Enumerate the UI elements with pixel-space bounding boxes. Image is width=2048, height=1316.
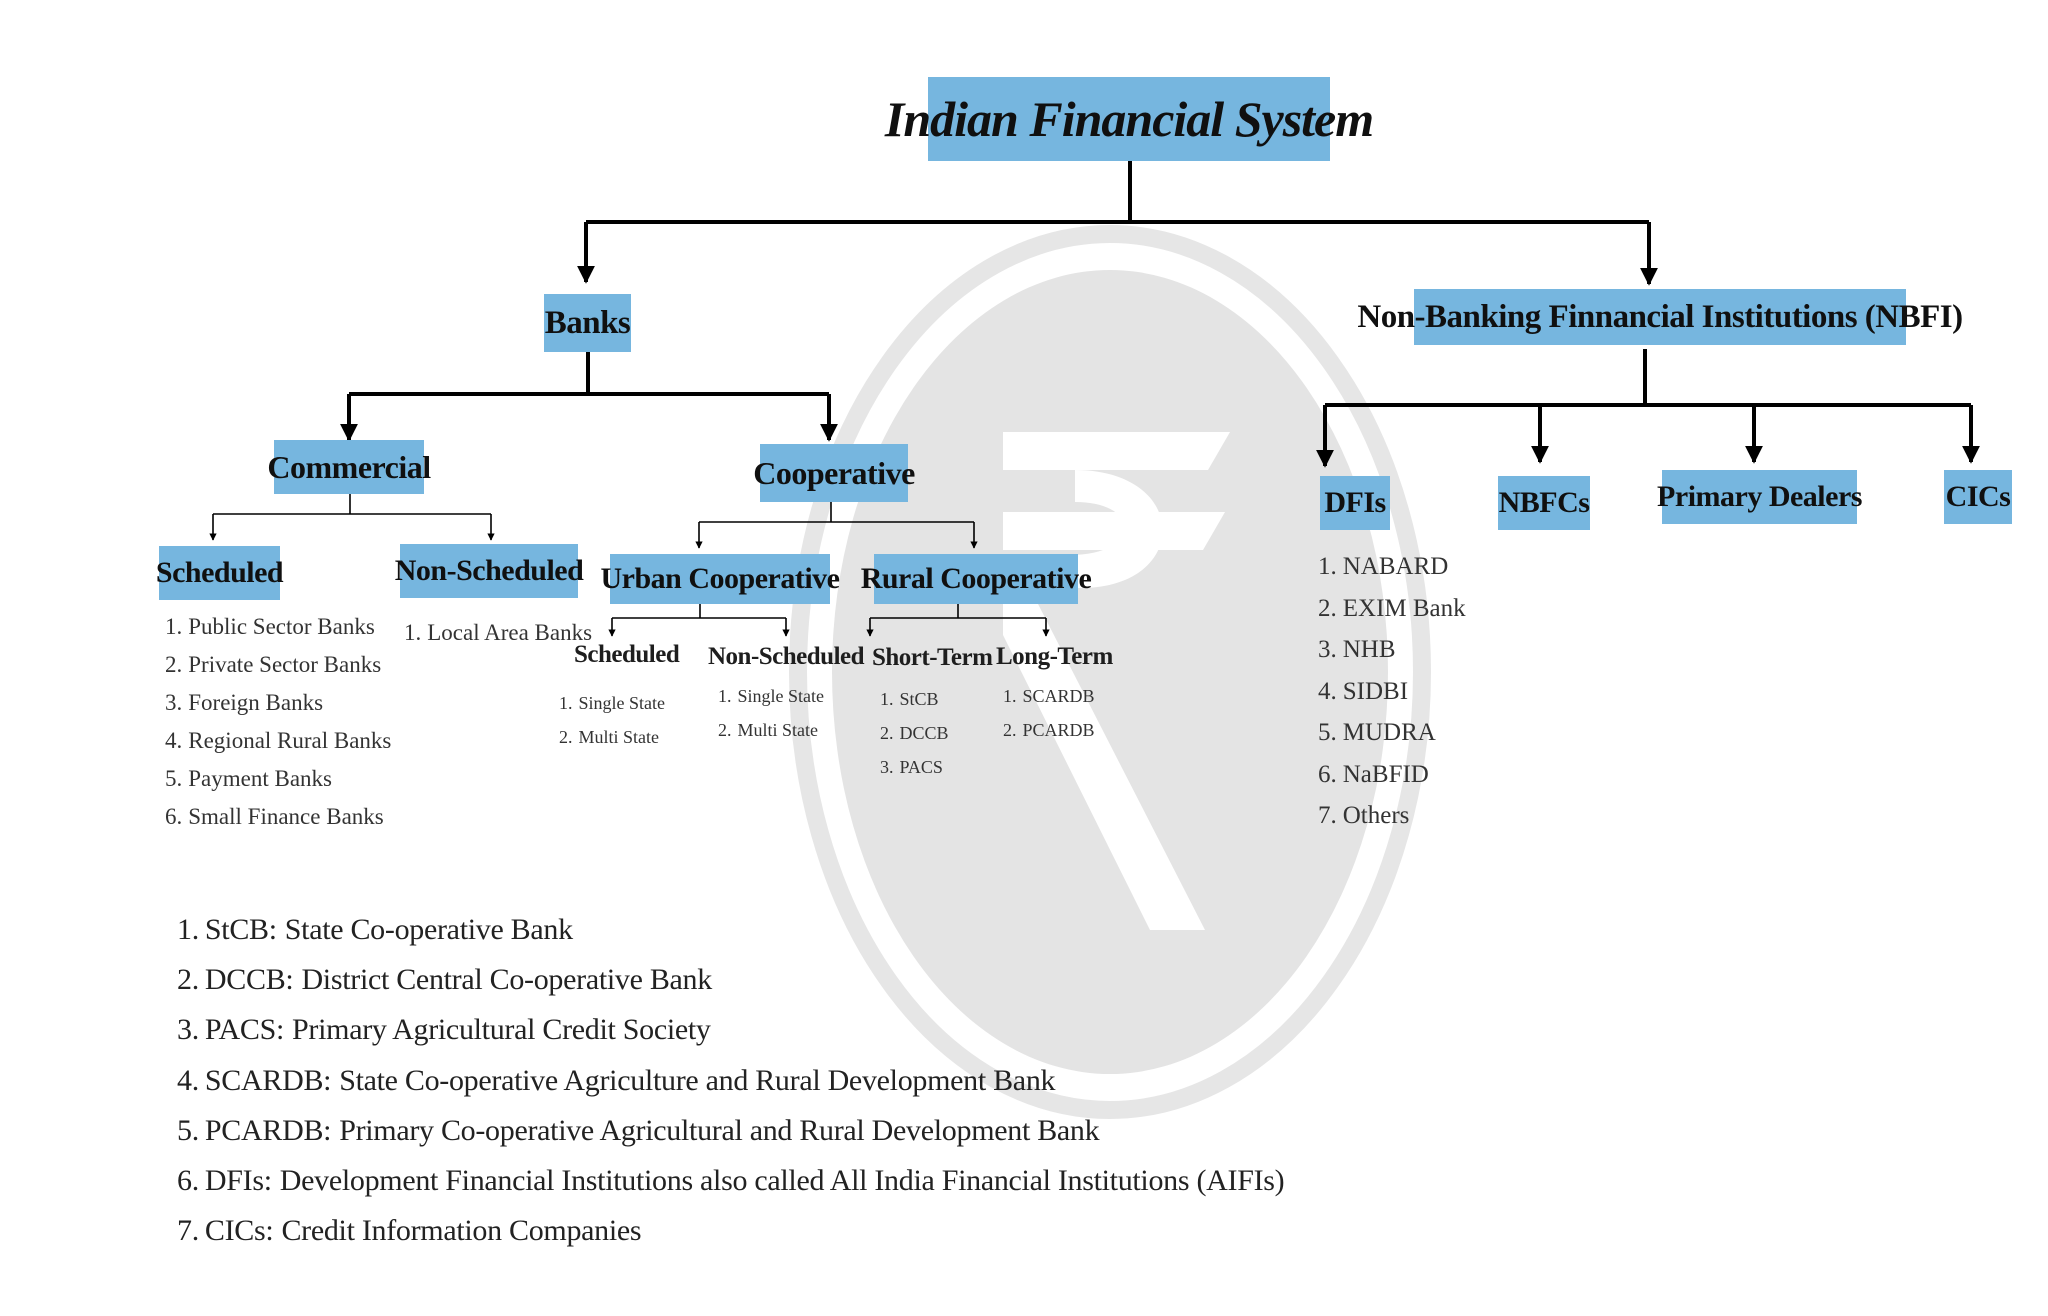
list-item: 3.Foreign Banks <box>165 690 324 715</box>
nbfi-label: Non-Banking Finnancial Institutions (NBF… <box>1357 298 1963 335</box>
nbfcs-label: NBFCs <box>1498 486 1590 519</box>
non-scheduled-label: Non-Scheduled <box>394 554 584 587</box>
scheduled-bank-list: 1.Public Sector Banks 2.Private Sector B… <box>165 608 391 836</box>
list-item: 6.Small Finance Banks <box>165 804 384 829</box>
list-item: 2.EXIM Bank <box>1318 594 1466 622</box>
list-item: 1.Public Sector Banks <box>165 614 375 639</box>
dfi-list: 1.NABARD 2.EXIM Bank 3.NHB 4.SIDBI 5.MUD… <box>1318 546 1466 837</box>
list-item: 2.PCARDB <box>1003 720 1095 740</box>
primary-dealers-label: Primary Dealers <box>1657 480 1862 513</box>
dfis-label: DFIs <box>1324 486 1386 519</box>
legend-item: 6.DFIs:Development Financial Institution… <box>177 1163 1285 1197</box>
urban-non-scheduled-list: 1.Single State 2.Multi State <box>718 679 824 747</box>
nbfcs-node: NBFCs <box>1498 476 1590 530</box>
list-item: 1.StCB <box>880 689 939 709</box>
list-item: 6.NaBFID <box>1318 760 1429 788</box>
non-scheduled-node: Non-Scheduled <box>395 544 584 598</box>
list-item: 1.Single State <box>718 686 824 706</box>
scheduled-label: Scheduled <box>155 556 284 589</box>
list-item: 2.DCCB <box>880 723 949 743</box>
root-node: Indian Financial System <box>885 77 1374 161</box>
list-item: 1.NABARD <box>1318 553 1449 580</box>
list-item: 2.Multi State <box>718 720 818 740</box>
cics-label: CICs <box>1945 480 2011 513</box>
legend-item: 1.StCB:State Co-operative Bank <box>177 913 573 946</box>
banks-label: Banks <box>544 304 631 341</box>
list-item: 1.SCARDB <box>1003 686 1095 706</box>
rural-cooperative-label: Rural Cooperative <box>860 562 1092 595</box>
legend-item: 2.DCCB:District Central Co-operative Ban… <box>177 963 712 997</box>
nbfi-node: Non-Banking Finnancial Institutions (NBF… <box>1357 289 1963 345</box>
sub-connectors <box>209 494 1050 637</box>
short-term-list: 1.StCB 2.DCCB 3.PACS <box>880 682 949 784</box>
diagram-title: Indian Financial System <box>884 91 1374 147</box>
list-item: 5.Payment Banks <box>165 766 332 791</box>
list-item: 5.MUDRA <box>1318 719 1436 746</box>
dfis-node: DFIs <box>1320 476 1390 530</box>
legend-item: 7.CICs:Credit Information Companies <box>177 1214 642 1248</box>
primary-dealers-node: Primary Dealers <box>1657 470 1862 524</box>
list-item: 2.Multi State <box>559 727 659 747</box>
cooperative-node: Cooperative <box>753 444 915 502</box>
main-connectors <box>340 160 1980 468</box>
list-item: 7.Others <box>1318 802 1410 829</box>
list-item: 2.Private Sector Banks <box>165 652 382 677</box>
urban-scheduled-heading: Scheduled <box>574 641 680 668</box>
cics-node: CICs <box>1944 470 2012 524</box>
list-item: 1.Single State <box>559 693 665 713</box>
rural-cooperative-node: Rural Cooperative <box>861 554 1092 604</box>
long-term-heading: Long-Term <box>996 643 1113 670</box>
legend-item: 5.PCARDB:Primary Co-operative Agricultur… <box>177 1113 1100 1147</box>
urban-cooperative-label: Urban Cooperative <box>600 562 840 595</box>
scheduled-node: Scheduled <box>155 546 284 600</box>
list-item: 3.PACS <box>880 757 943 777</box>
commercial-node: Cooperative Commercial <box>267 440 431 494</box>
cooperative-label: Cooperative <box>753 454 915 491</box>
list-item: 4.Regional Rural Banks <box>165 728 392 753</box>
non-scheduled-bank-list: 1.Local Area Banks <box>404 614 592 652</box>
urban-non-scheduled-heading: Non-Scheduled <box>708 643 865 670</box>
list-item: 4.SIDBI <box>1318 677 1409 705</box>
commercial-label-text: Commercial <box>267 448 431 485</box>
abbreviation-legend: 1.StCB:State Co-operative Bank 2.DCCB:Di… <box>177 905 1285 1256</box>
legend-item: 4.SCARDB:State Co-operative Agriculture … <box>177 1063 1056 1097</box>
legend-item: 3.PACS:Primary Agricultural Credit Socie… <box>177 1013 711 1047</box>
urban-scheduled-list: 1.Single State 2.Multi State <box>559 686 665 754</box>
list-item: 1.Local Area Banks <box>404 620 593 645</box>
long-term-list: 1.SCARDB 2.PCARDB <box>1003 679 1095 747</box>
short-term-heading: Short-Term <box>872 644 993 671</box>
list-item: 3.NHB <box>1318 636 1396 663</box>
banks-node: Banks <box>544 294 631 352</box>
urban-cooperative-node: Urban Cooperative <box>601 554 840 604</box>
